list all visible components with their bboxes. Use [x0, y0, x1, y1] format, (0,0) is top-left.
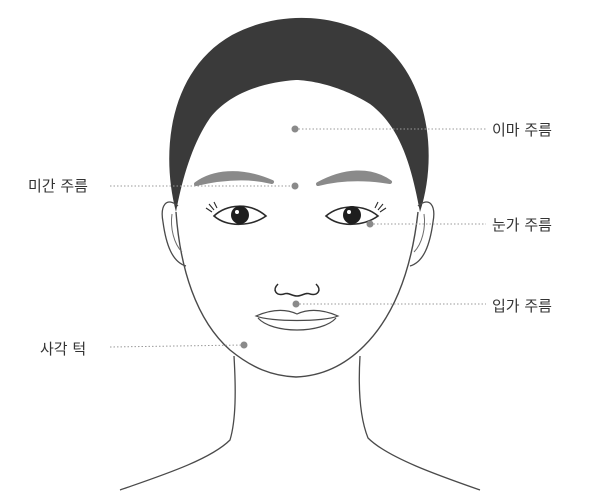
left-ear-inner — [171, 213, 183, 253]
left-eyelashes — [205, 201, 218, 213]
nose — [274, 283, 320, 297]
neck-right — [358, 355, 481, 491]
left-eye-highlight — [235, 210, 239, 214]
left-eyebrow — [194, 171, 274, 186]
neck-left — [119, 355, 236, 491]
marker-glabella — [291, 182, 299, 190]
right-eyelashes — [374, 201, 387, 213]
label-square-jaw: 사각 턱 — [40, 340, 87, 358]
upper-lip — [254, 309, 340, 322]
right-ear — [409, 201, 435, 267]
leader-jaw — [109, 344, 245, 348]
label-mouth-wrinkles: 입가 주름 — [492, 297, 552, 315]
right-eyebrow — [316, 170, 392, 186]
face-outline — [175, 211, 419, 378]
marker-forehead — [291, 125, 299, 133]
left-iris — [231, 206, 249, 224]
label-glabella-wrinkles: 미간 주름 — [28, 177, 88, 195]
label-eye-wrinkles: 눈가 주름 — [492, 216, 552, 234]
left-ear — [161, 201, 187, 267]
right-ear-inner — [413, 213, 425, 253]
marker-jaw — [240, 341, 248, 349]
label-forehead-wrinkles: 이마 주름 — [492, 121, 552, 139]
marker-eye — [366, 220, 374, 228]
hair — [169, 17, 429, 213]
lower-lip — [257, 317, 337, 331]
right-eye-highlight — [347, 210, 351, 214]
marker-mouth — [292, 300, 300, 308]
right-iris — [343, 206, 361, 224]
